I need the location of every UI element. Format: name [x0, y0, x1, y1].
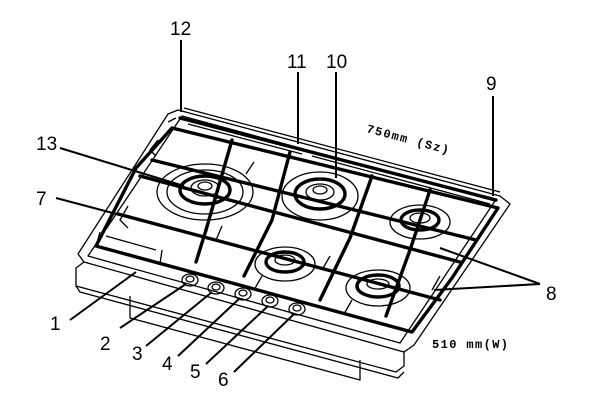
callout-12: 12	[170, 19, 191, 40]
callout-7: 7	[36, 189, 47, 210]
callout-8: 8	[546, 284, 557, 305]
callout-11: 11	[287, 52, 307, 73]
callout-5: 5	[190, 362, 201, 383]
pan-supports	[94, 117, 500, 334]
depth-dimension-label: 750mm (Sz)	[365, 122, 452, 158]
knob-1[interactable]	[181, 273, 199, 287]
control-knobs	[181, 273, 306, 316]
width-dimension-label: 510 mm(W)	[432, 338, 509, 352]
callout-2: 2	[100, 334, 111, 355]
callout-9: 9	[486, 74, 497, 95]
callout-3: 3	[132, 344, 143, 365]
callout-4: 4	[162, 354, 173, 375]
callout-1: 1	[50, 314, 61, 335]
knob-2[interactable]	[207, 281, 225, 295]
knob-4[interactable]	[261, 294, 279, 308]
callout-10: 10	[326, 52, 347, 73]
knob-5[interactable]	[288, 302, 306, 316]
leader-lines	[55, 40, 541, 373]
knob-3[interactable]	[234, 287, 252, 301]
control-panel	[95, 231, 163, 265]
rear-rail	[178, 107, 501, 205]
burner-front-right	[345, 269, 411, 307]
callout-6: 6	[218, 370, 229, 391]
callout-labels: 1 2 3 4 5 6 7 8 9 10 11 12 13	[36, 19, 557, 391]
callout-13: 13	[36, 134, 57, 155]
